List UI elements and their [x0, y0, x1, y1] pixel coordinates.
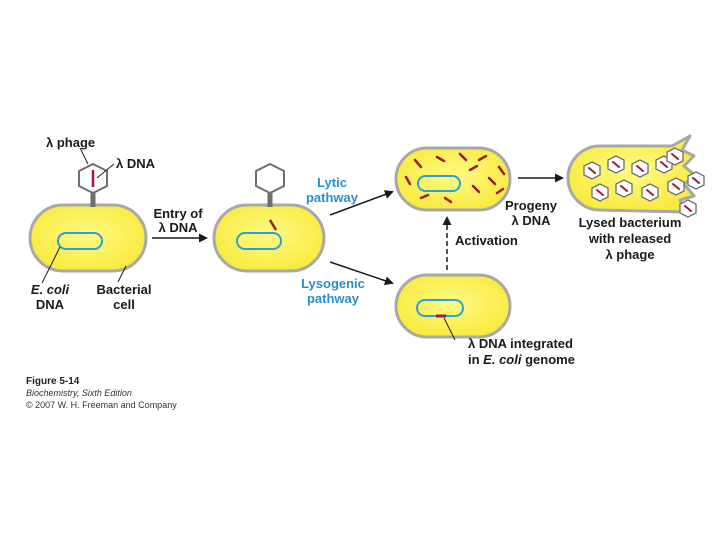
label-integrated-genome: in E. coli genome [468, 352, 575, 367]
injected-lambda-dna-icon [268, 219, 278, 231]
label-lambda-dna: λ DNA [116, 156, 156, 171]
ecoli-dna-loop [417, 175, 461, 192]
caption-book-title: Biochemistry, Sixth Edition [26, 388, 132, 398]
bacterial-cell-2 [212, 203, 326, 273]
label-ecoli-dna: DNA [36, 297, 65, 312]
label-lysogenic-pathway: pathway [307, 291, 360, 306]
label-ecoli: E. coli [31, 282, 70, 297]
label-bacterial: Bacterial [97, 282, 152, 297]
lysogenic-arrow-icon [329, 261, 394, 286]
label-entry-dna: λ DNA [158, 220, 198, 235]
free-phages-icon [666, 147, 705, 218]
label-integrated: λ DNA integrated [468, 336, 573, 351]
leader-bacterial-cell [117, 265, 127, 283]
label-lytic: Lytic [317, 175, 347, 190]
leader-ecoli-dna [41, 246, 61, 284]
lytic-cell [394, 146, 512, 212]
label-progeny-dna: λ DNA [511, 213, 551, 228]
label-lambda-phage: λ phage [46, 135, 95, 150]
lysogenic-cell [394, 273, 512, 339]
empty-phage-capsid-icon [255, 162, 285, 207]
ecoli-dna-loop [57, 232, 103, 250]
lysed-cell [566, 134, 698, 214]
label-progeny: Progeny [505, 198, 558, 213]
label-activation: Activation [455, 233, 518, 248]
lytic-arrow-icon [329, 190, 394, 216]
caption-copyright: © 2007 W. H. Freeman and Company [26, 400, 177, 410]
label-lysogenic: Lysogenic [301, 276, 365, 291]
ecoli-dna-loop [236, 232, 282, 250]
lambda-phage-icon [78, 162, 108, 207]
label-lytic-pathway: pathway [306, 190, 359, 205]
label-released-phage: λ phage [605, 247, 654, 262]
leader-lambda-dna [96, 163, 115, 179]
label-entry: Entry of [153, 206, 203, 221]
caption-figure-number: Figure 5-14 [26, 376, 80, 387]
label-lysed: Lysed bacterium [579, 215, 682, 230]
leader-lambda-phage [79, 147, 89, 165]
bacterial-cell-1 [28, 203, 148, 273]
progeny-lambda-dna-strands-icon [404, 152, 506, 204]
label-cell: cell [113, 297, 135, 312]
leader-integrated-dna [443, 317, 456, 341]
label-with-released: with released [588, 231, 671, 246]
